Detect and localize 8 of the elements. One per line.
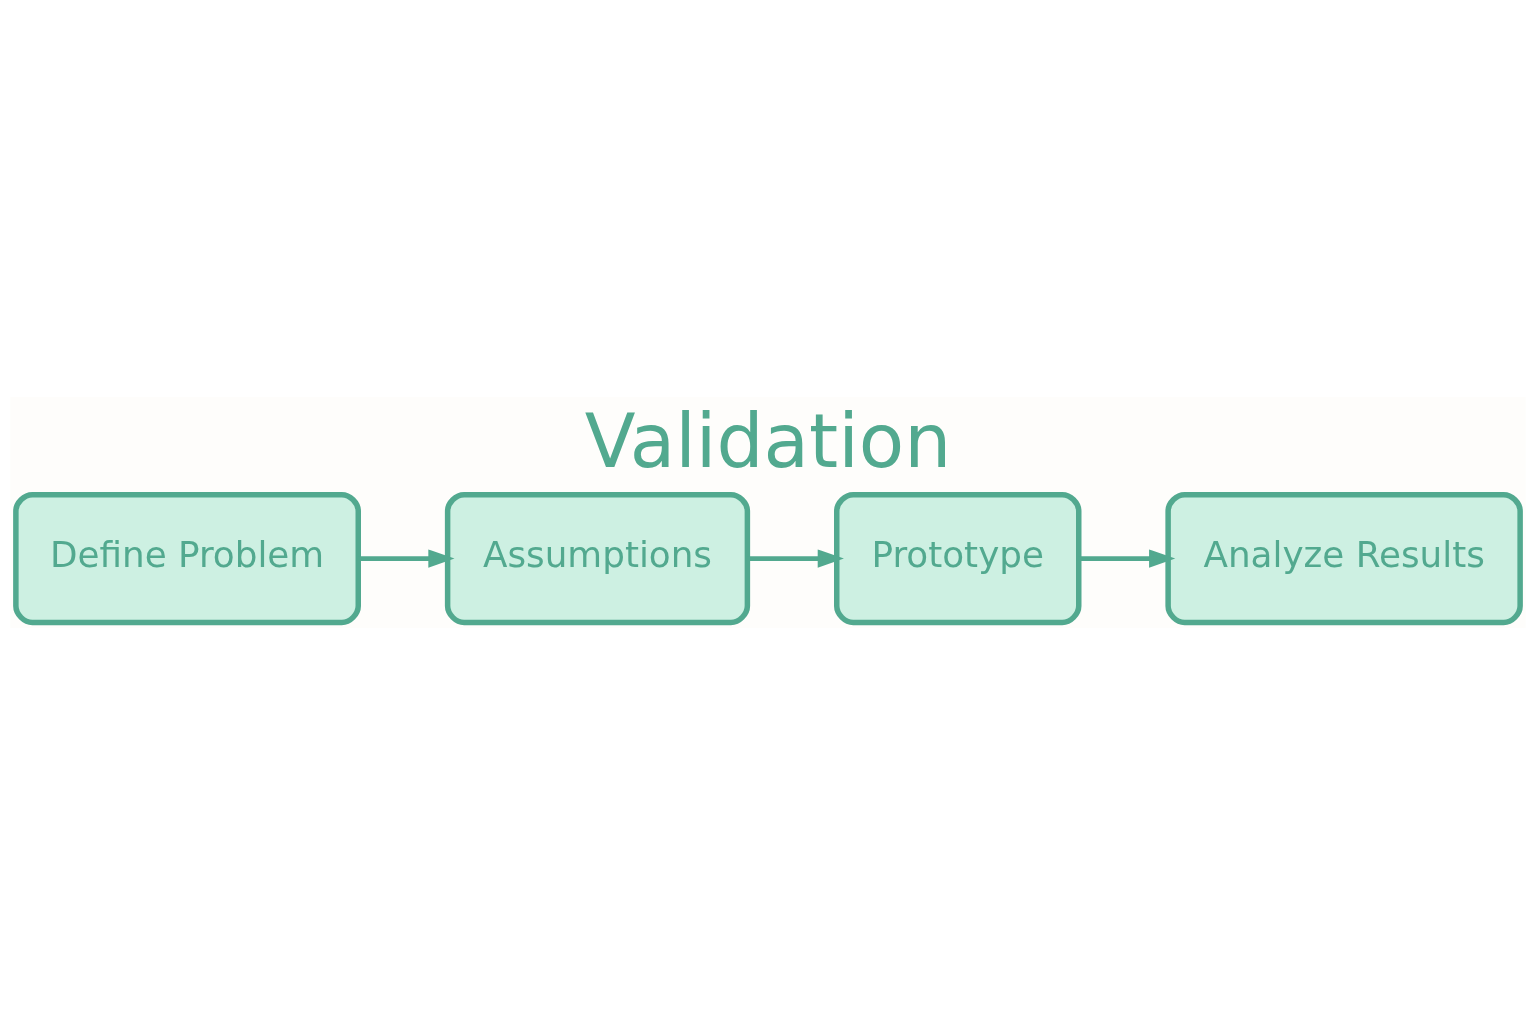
node-box: Assumptions (444, 491, 751, 625)
node-box: Prototype (834, 491, 1082, 625)
node-box: Analyze Results (1165, 491, 1523, 625)
diagram-title: Validation (584, 397, 952, 485)
node-box: Define Problem (13, 491, 361, 625)
arrow (1078, 548, 1176, 568)
arrow (747, 548, 844, 568)
arrow (358, 548, 455, 568)
